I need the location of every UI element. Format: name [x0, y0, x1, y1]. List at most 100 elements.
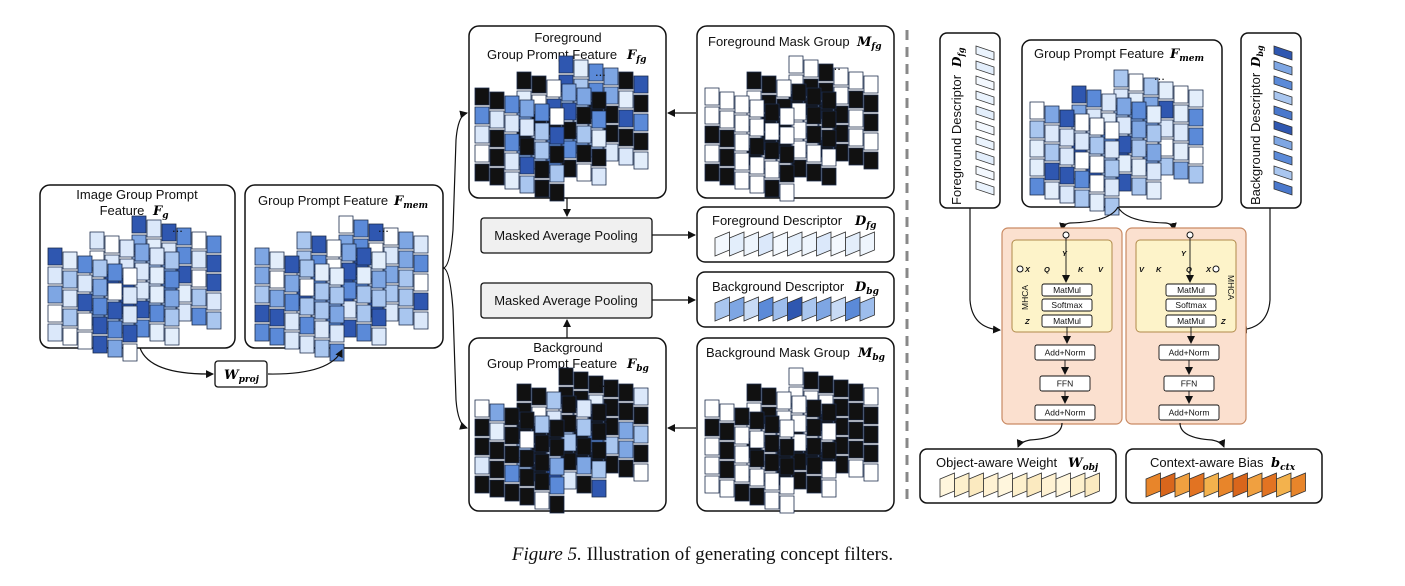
grid-cell	[704, 475, 720, 494]
grid-cell	[704, 456, 720, 475]
grid-cell	[1173, 142, 1189, 161]
descriptor-cell	[975, 105, 995, 121]
grid-cell	[704, 125, 720, 144]
grid-cell	[618, 147, 634, 166]
grid-cell	[1146, 143, 1162, 162]
grid-cell	[504, 483, 520, 502]
grid-cell	[489, 460, 505, 479]
pool-fg-box: Masked Average Pooling	[480, 217, 653, 254]
grid-cell	[314, 282, 330, 301]
pool-bg-box: Masked Average Pooling	[480, 282, 653, 319]
grid-cell	[1146, 124, 1162, 143]
grid-cell	[833, 67, 849, 86]
grid-cell	[134, 243, 150, 262]
grid-cell	[534, 141, 550, 160]
grid-cell	[764, 141, 780, 160]
grid-cell	[504, 152, 520, 171]
grid-cell	[848, 71, 864, 90]
grid-cell	[284, 274, 300, 293]
grid-cell	[749, 137, 765, 156]
fg-feature-panel: Foreground Group Prompt Feature Ffg ...	[468, 25, 667, 202]
ellipsis-bg: ...	[598, 375, 609, 390]
grid-cell	[576, 418, 592, 437]
grid-cell	[1104, 140, 1120, 159]
grid-cell	[719, 403, 735, 422]
fg-feature-title-1: Foreground	[534, 30, 601, 45]
descriptor-cell	[1273, 105, 1293, 121]
grid-cell	[1029, 158, 1045, 177]
grid-cell	[519, 99, 535, 118]
grid-cell	[338, 215, 354, 234]
grid-cell	[164, 308, 180, 327]
bg-desc-panel: Background Descriptor Dbg	[696, 271, 895, 328]
grid-cell	[734, 95, 750, 114]
grid-cell	[206, 254, 222, 273]
grid-cell	[549, 495, 565, 514]
grid-cell	[383, 227, 399, 246]
grid-cell	[1104, 197, 1120, 216]
grid-cell	[1146, 105, 1162, 124]
grid-cell	[591, 129, 607, 148]
descriptor-cell	[1084, 472, 1100, 498]
grid-cell	[591, 148, 607, 167]
grid-cell	[618, 128, 634, 147]
grid-cell	[62, 270, 78, 289]
descriptor-cell	[1273, 180, 1293, 196]
grid-cell	[161, 223, 177, 242]
grid-cell	[356, 323, 372, 342]
grid-cell	[591, 91, 607, 110]
proj-symbol: Wproj	[224, 368, 260, 385]
grid-cell	[1188, 127, 1204, 146]
grid-cell	[1044, 124, 1060, 143]
grid-cell	[284, 255, 300, 274]
grid-cell	[474, 399, 490, 418]
grid-cell	[863, 75, 879, 94]
grid-cell	[149, 266, 165, 285]
grid-cell	[776, 391, 792, 410]
pool-bg-label: Masked Average Pooling	[494, 293, 638, 308]
grid-cell	[761, 387, 777, 406]
grid-cell	[489, 91, 505, 110]
descriptor-cell	[859, 296, 875, 322]
mem-group-symbol: Fmem	[393, 194, 428, 211]
ctx-bias-panel: Context-aware Bias bctx	[1125, 448, 1323, 504]
grid-cell	[561, 395, 577, 414]
mem-group-title: Group Prompt Feature	[258, 193, 388, 208]
grid-cell	[704, 106, 720, 125]
grid-cell	[62, 327, 78, 346]
grid-cell	[47, 266, 63, 285]
grid-cell	[1029, 120, 1045, 139]
grid-cell	[474, 437, 490, 456]
grid-cell	[149, 247, 165, 266]
grid-cell	[1044, 105, 1060, 124]
grid-cell	[191, 307, 207, 326]
grid-cell	[398, 288, 414, 307]
grid-cell	[1188, 165, 1204, 184]
softmax-box: Softmax	[1175, 300, 1207, 310]
right-bg-desc-label: Background Descriptor	[1248, 72, 1263, 205]
grid-cell	[863, 132, 879, 151]
grid-cell	[588, 375, 604, 394]
image-group-grid	[47, 215, 222, 362]
caption-label: Figure 5.	[511, 544, 582, 565]
ffn-box: FFN	[1181, 379, 1198, 389]
grid-cell	[618, 459, 634, 478]
grid-cell	[1059, 147, 1075, 166]
grid-cell	[504, 426, 520, 445]
grid-cell	[474, 456, 490, 475]
grid-cell	[848, 128, 864, 147]
image-group-symbol: Fg	[152, 204, 169, 221]
grid-cell	[633, 463, 649, 482]
ellipsis-mem: ...	[378, 220, 389, 235]
grid-cell	[314, 320, 330, 339]
grid-cell	[806, 399, 822, 418]
grid-cell	[1059, 185, 1075, 204]
grid-cell	[1086, 89, 1102, 108]
grid-cell	[149, 323, 165, 342]
matmul-bottom: MatMul	[1053, 316, 1081, 326]
grid-cell	[329, 324, 345, 343]
obj-weight-panel: Object-aware Weight Wobj	[919, 448, 1117, 504]
grid-cell	[504, 445, 520, 464]
grid-cell	[779, 495, 795, 514]
grid-cell	[296, 231, 312, 250]
